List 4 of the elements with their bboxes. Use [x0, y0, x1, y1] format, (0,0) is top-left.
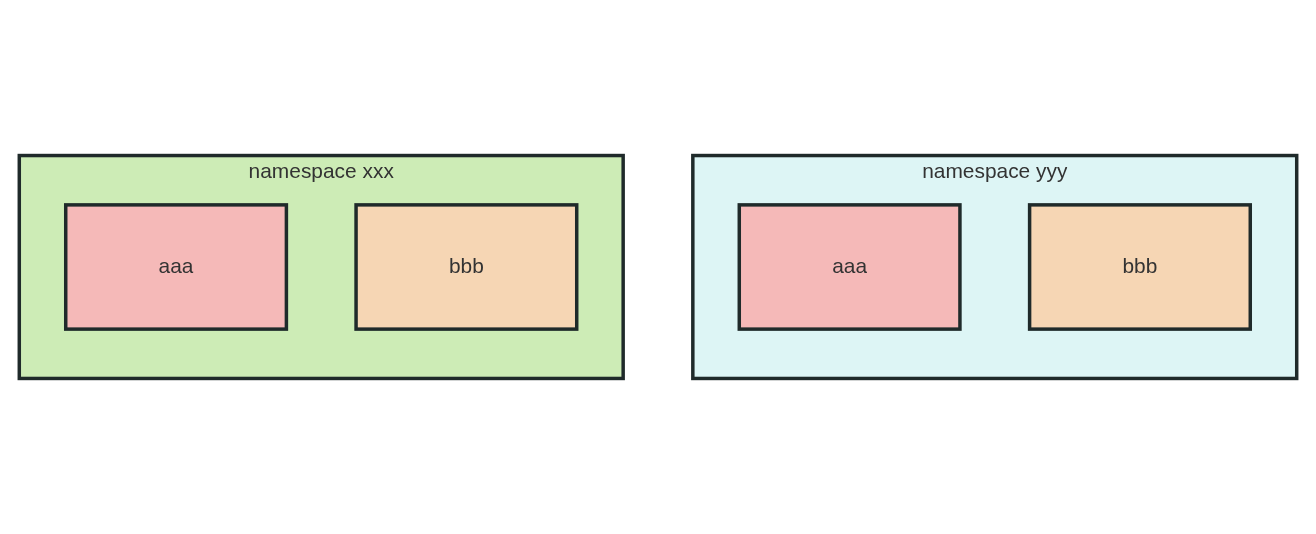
node-box: aaa [737, 203, 962, 331]
node-box: bbb [1027, 203, 1252, 331]
node-box: aaa [64, 203, 289, 331]
node-box: bbb [354, 203, 579, 331]
